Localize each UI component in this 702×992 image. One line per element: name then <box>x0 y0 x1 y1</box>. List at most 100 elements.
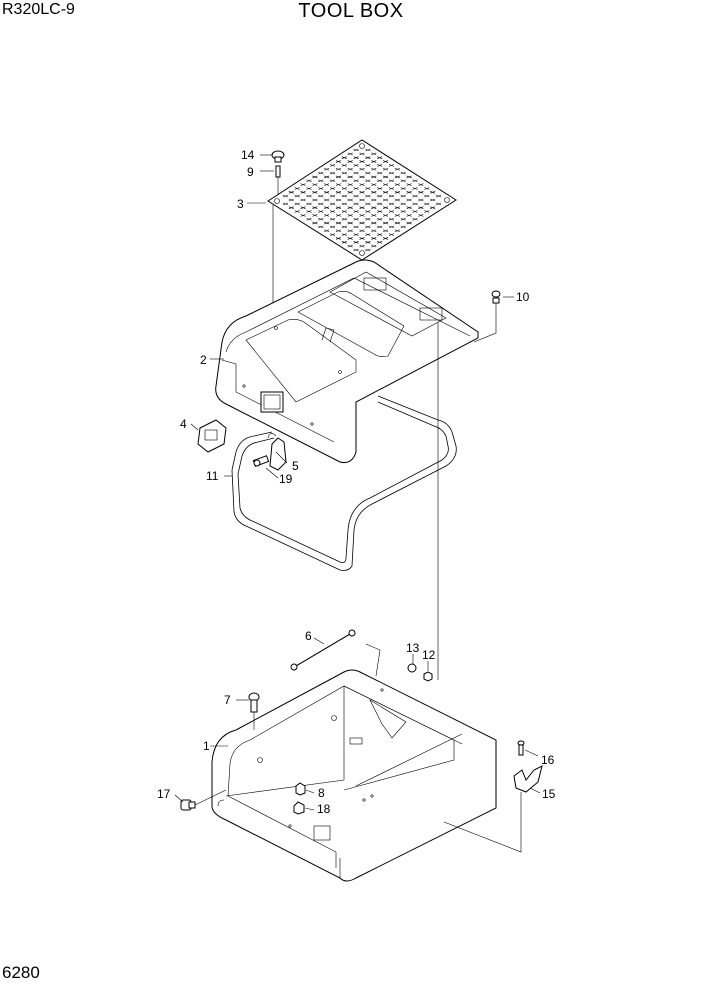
tread-mark <box>353 171 359 175</box>
tread-mark <box>312 183 318 186</box>
tread-mark <box>353 217 359 221</box>
tread-mark <box>318 202 324 206</box>
tread-mark <box>359 206 365 209</box>
tread-mark <box>400 217 406 221</box>
tread-mark <box>300 198 306 202</box>
tread-mark <box>365 217 371 221</box>
tread-mark <box>359 160 365 163</box>
tread-mark <box>353 179 359 183</box>
tread-mark <box>359 221 365 225</box>
tread-mark <box>312 214 318 217</box>
tread-mark <box>288 191 294 194</box>
tread-mark <box>353 202 359 206</box>
tread-mark <box>324 183 330 186</box>
latch-part <box>197 419 227 453</box>
tread-mark <box>288 198 294 202</box>
tread-mark <box>365 210 371 213</box>
tread-mark <box>347 191 353 194</box>
tread-mark <box>300 191 306 194</box>
tread-mark <box>300 214 306 217</box>
tread-mark <box>335 198 342 202</box>
leader-lines <box>174 154 541 811</box>
tread-mark <box>377 194 383 198</box>
tread-mark <box>394 175 400 179</box>
tread-mark <box>329 171 336 175</box>
tread-mark <box>318 210 324 213</box>
model-label: R320LC-9 <box>2 1 75 18</box>
tread-mark <box>400 187 406 190</box>
tread-mark <box>341 217 347 221</box>
tread-mark <box>353 241 359 244</box>
tread-mark <box>335 229 342 233</box>
tread-mark <box>347 160 353 163</box>
callout-7: 7 <box>224 693 231 707</box>
nut-18 <box>293 801 305 815</box>
tread-mark <box>406 214 412 217</box>
tread-mark <box>435 194 442 198</box>
tread-mark <box>394 183 400 186</box>
tread-mark <box>335 183 342 186</box>
tread-mark <box>341 156 347 159</box>
tread-mark <box>347 229 353 233</box>
tread-mark <box>365 148 371 152</box>
tread-mark <box>347 183 353 186</box>
callout-10: 10 <box>516 290 530 304</box>
tread-mark <box>435 202 442 206</box>
tread-mark <box>312 221 318 225</box>
tread-mark <box>359 167 365 171</box>
tread-mark <box>318 187 324 190</box>
tread-mark <box>306 187 312 190</box>
tread-mark <box>382 167 389 171</box>
tread-mark <box>347 221 353 225</box>
tread-mark <box>365 225 371 229</box>
tread-mark <box>306 210 312 213</box>
tread-mark <box>424 210 430 213</box>
tread-mark <box>400 194 406 198</box>
tread-mark <box>400 210 406 213</box>
tread-mark <box>377 210 383 213</box>
tread-mark <box>329 179 336 183</box>
tread-mark <box>347 206 353 209</box>
callout-8: 8 <box>318 786 325 800</box>
tread-mark <box>294 187 300 190</box>
tread-mark <box>347 244 353 248</box>
tread-mark <box>371 244 377 248</box>
tread-mark <box>300 206 306 209</box>
callout-11: 11 <box>206 469 219 483</box>
callout-18: 18 <box>317 802 331 816</box>
tread-mark <box>365 187 371 190</box>
tread-mark <box>353 164 359 167</box>
tread-mark <box>382 229 389 233</box>
bolt-7 <box>248 692 260 713</box>
tread-mark <box>382 160 389 163</box>
tread-mark <box>406 198 412 202</box>
tread-mark <box>365 202 371 206</box>
tread-mark <box>365 171 371 175</box>
tread-mark <box>341 225 347 229</box>
callout-15: 15 <box>542 787 556 801</box>
tread-mark <box>359 198 365 202</box>
bolt-part <box>275 165 281 195</box>
tread-mark <box>282 194 289 198</box>
tread-mark <box>353 233 359 236</box>
tread-mark <box>388 233 395 236</box>
tread-mark <box>418 214 424 217</box>
tread-mark <box>288 206 294 209</box>
tread-mark <box>318 217 324 221</box>
tread-mark <box>406 221 412 225</box>
tread-mark <box>400 171 406 175</box>
hook-bolt <box>252 455 270 467</box>
tread-mark <box>294 202 300 206</box>
tread-mark <box>347 167 353 171</box>
tread-mark <box>341 179 347 183</box>
tread-mark <box>371 167 377 171</box>
tread-mark <box>335 237 342 240</box>
tread-mark <box>359 214 365 217</box>
tread-mark <box>318 171 324 175</box>
bracket-15 <box>513 765 543 793</box>
tread-mark <box>294 194 300 198</box>
callout-6: 6 <box>305 629 312 643</box>
tread-mark <box>377 225 383 229</box>
tread-mark <box>318 225 324 229</box>
callout-1: 1 <box>203 739 210 753</box>
